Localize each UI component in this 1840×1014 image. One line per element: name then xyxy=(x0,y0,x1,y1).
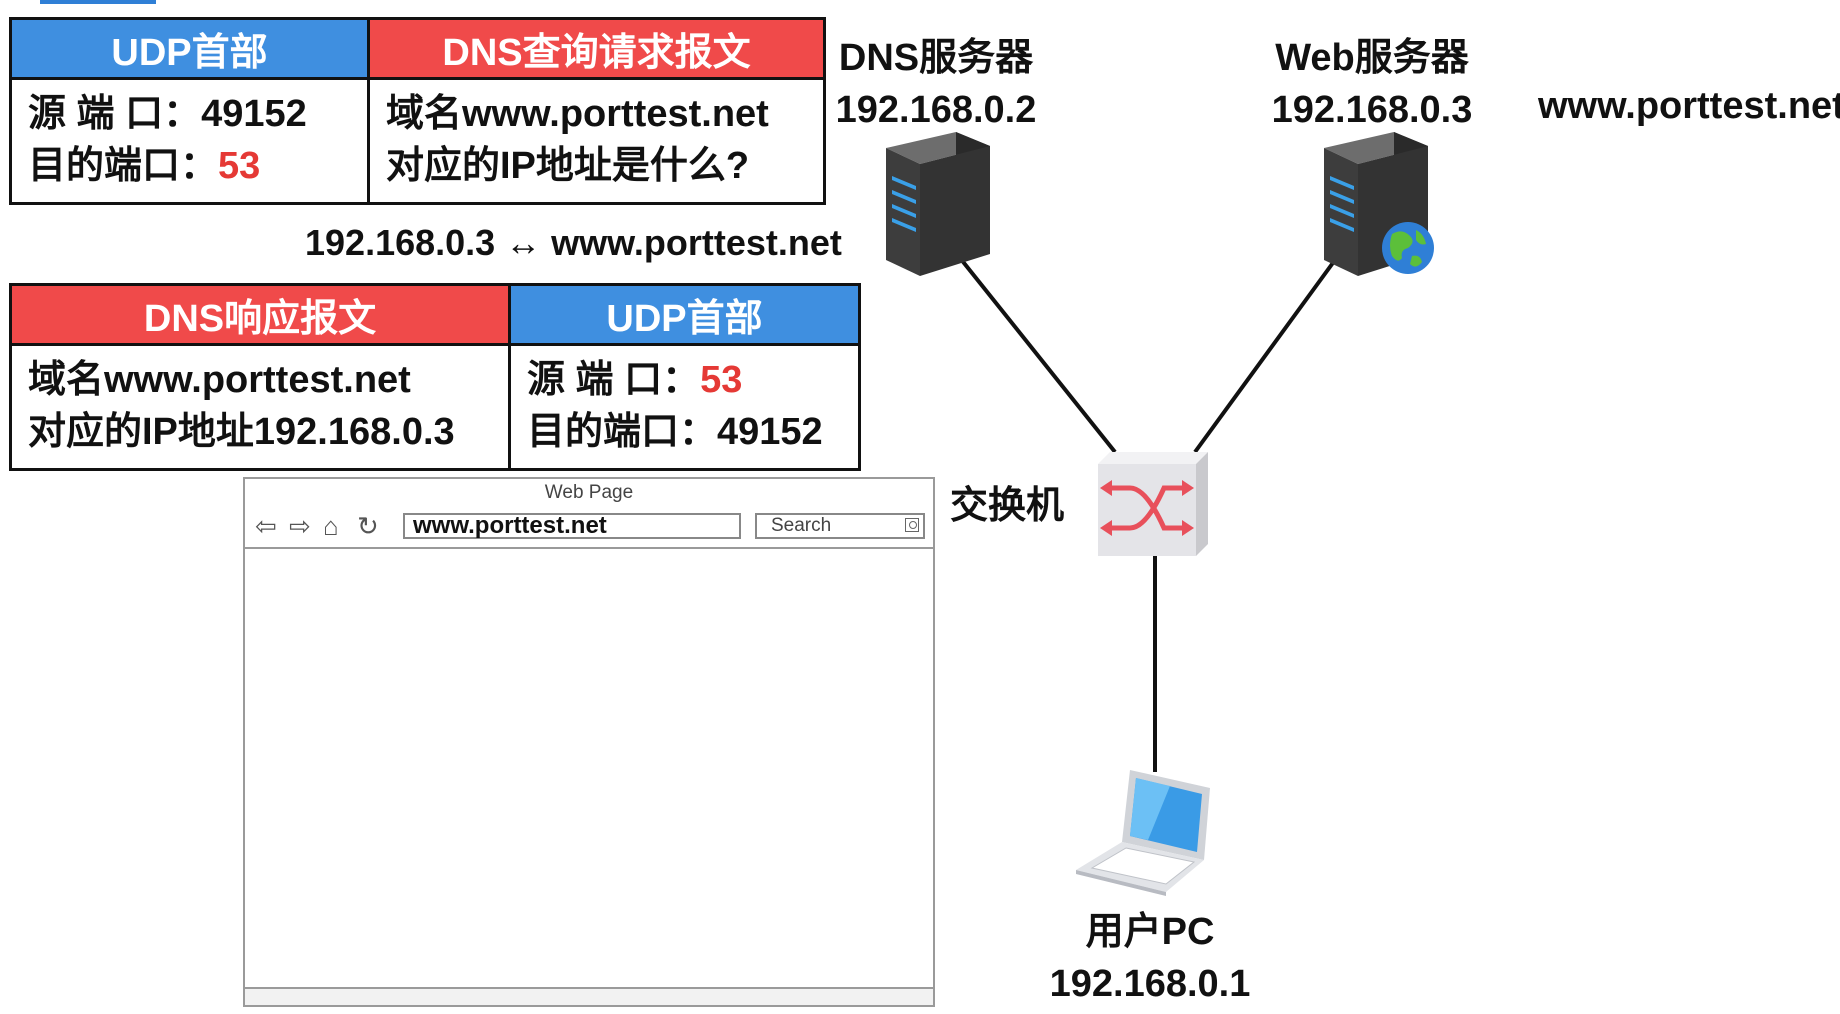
dns-server-ip: 192.168.0.2 xyxy=(835,89,1037,131)
link-web-switch xyxy=(1193,258,1337,454)
user-pc-ip: 192.168.0.1 xyxy=(1049,963,1251,1005)
dns-query-title: DNS查询请求报文 xyxy=(370,20,823,80)
dns-query-line2: 对应的IP地址是什么? xyxy=(386,145,750,187)
src-port-value: 53 xyxy=(700,359,743,401)
dns-server-label: DNS服务器 192.168.0.2 xyxy=(826,32,1046,136)
dns-response-line2: 对应的IP地址192.168.0.3 xyxy=(28,411,455,453)
home-icon[interactable]: ⌂ xyxy=(323,511,339,541)
dns-response-title: DNS响应报文 xyxy=(12,286,508,346)
back-arrow-icon[interactable]: ⇦ xyxy=(255,511,277,541)
forward-arrow-icon[interactable]: ⇨ xyxy=(289,511,311,541)
web-server-label: Web服务器 192.168.0.3 xyxy=(1262,32,1482,136)
query-udp-header: UDP首部 源 端 口：49152 目的端口：53 xyxy=(12,20,367,202)
ip-domain-mapping: 192.168.0.3 ↔ www.porttest.net xyxy=(305,222,842,263)
browser-toolbar: ⇦ ⇨ ⌂ ↻ www.porttest.net Search xyxy=(245,505,933,549)
switch-label: 交换机 xyxy=(950,485,1065,527)
link-dns-switch xyxy=(958,256,1117,454)
src-port-row: 源 端 口：53 xyxy=(527,354,842,406)
dns-query-line1: 域名www.porttest.net xyxy=(386,93,769,135)
address-bar[interactable]: www.porttest.net xyxy=(403,513,741,539)
src-port-value: 49152 xyxy=(201,93,307,135)
udp-header-fields: 源 端 口：49152 目的端口：53 xyxy=(12,80,367,192)
dst-port-row: 目的端口：53 xyxy=(28,140,351,192)
dst-port-label: 目的端口： xyxy=(527,411,718,453)
dns-response-line1: 域名www.porttest.net xyxy=(28,359,411,401)
web-server-ip: 192.168.0.3 xyxy=(1271,89,1473,131)
web-server-name: Web服务器 xyxy=(1275,37,1469,79)
user-pc-name: 用户PC xyxy=(1085,911,1215,953)
laptop-icon xyxy=(1076,770,1210,896)
udp-header-fields: 源 端 口：53 目的端口：49152 xyxy=(511,346,858,458)
dns-query-body: 域名www.porttest.net 对应的IP地址是什么? xyxy=(370,80,823,192)
dns-server-icon xyxy=(886,132,990,276)
src-port-row: 源 端 口：49152 xyxy=(28,88,351,140)
dns-response-body: 域名www.porttest.net 对应的IP地址192.168.0.3 xyxy=(12,346,508,458)
browser-status-bar xyxy=(245,987,933,1005)
response-dns-message: DNS响应报文 域名www.porttest.net 对应的IP地址192.16… xyxy=(12,286,508,468)
dst-port-value: 49152 xyxy=(717,411,823,453)
src-port-label: 源 端 口： xyxy=(28,93,202,135)
udp-header-title: UDP首部 xyxy=(12,20,367,80)
dst-port-row: 目的端口：49152 xyxy=(527,406,842,458)
search-placeholder: Search xyxy=(771,515,832,536)
top-accent-strip xyxy=(40,0,156,4)
dst-port-label: 目的端口： xyxy=(28,145,219,187)
dst-port-value: 53 xyxy=(218,145,261,187)
dns-server-name: DNS服务器 xyxy=(838,37,1034,79)
refresh-icon[interactable]: ↻ xyxy=(357,511,379,541)
browser-window: Web Page ⇦ ⇨ ⌂ ↻ www.porttest.net Search xyxy=(243,477,935,1007)
search-input[interactable]: Search xyxy=(755,513,925,539)
web-server-icon xyxy=(1324,132,1434,276)
udp-header-title: UDP首部 xyxy=(511,286,858,346)
dns-response-packet: DNS响应报文 域名www.porttest.net 对应的IP地址192.16… xyxy=(9,283,861,471)
src-port-label: 源 端 口： xyxy=(527,359,701,401)
switch-icon xyxy=(1098,452,1208,556)
search-icon[interactable] xyxy=(905,518,919,532)
query-dns-message: DNS查询请求报文 域名www.porttest.net 对应的IP地址是什么? xyxy=(367,20,823,202)
user-pc-label: 用户PC 192.168.0.1 xyxy=(1040,906,1260,1010)
response-udp-header: UDP首部 源 端 口：53 目的端口：49152 xyxy=(508,286,858,468)
web-server-domain: www.porttest.net xyxy=(1538,85,1840,127)
browser-title: Web Page xyxy=(544,482,634,503)
dns-query-packet: UDP首部 源 端 口：49152 目的端口：53 DNS查询请求报文 域名ww… xyxy=(9,17,826,205)
